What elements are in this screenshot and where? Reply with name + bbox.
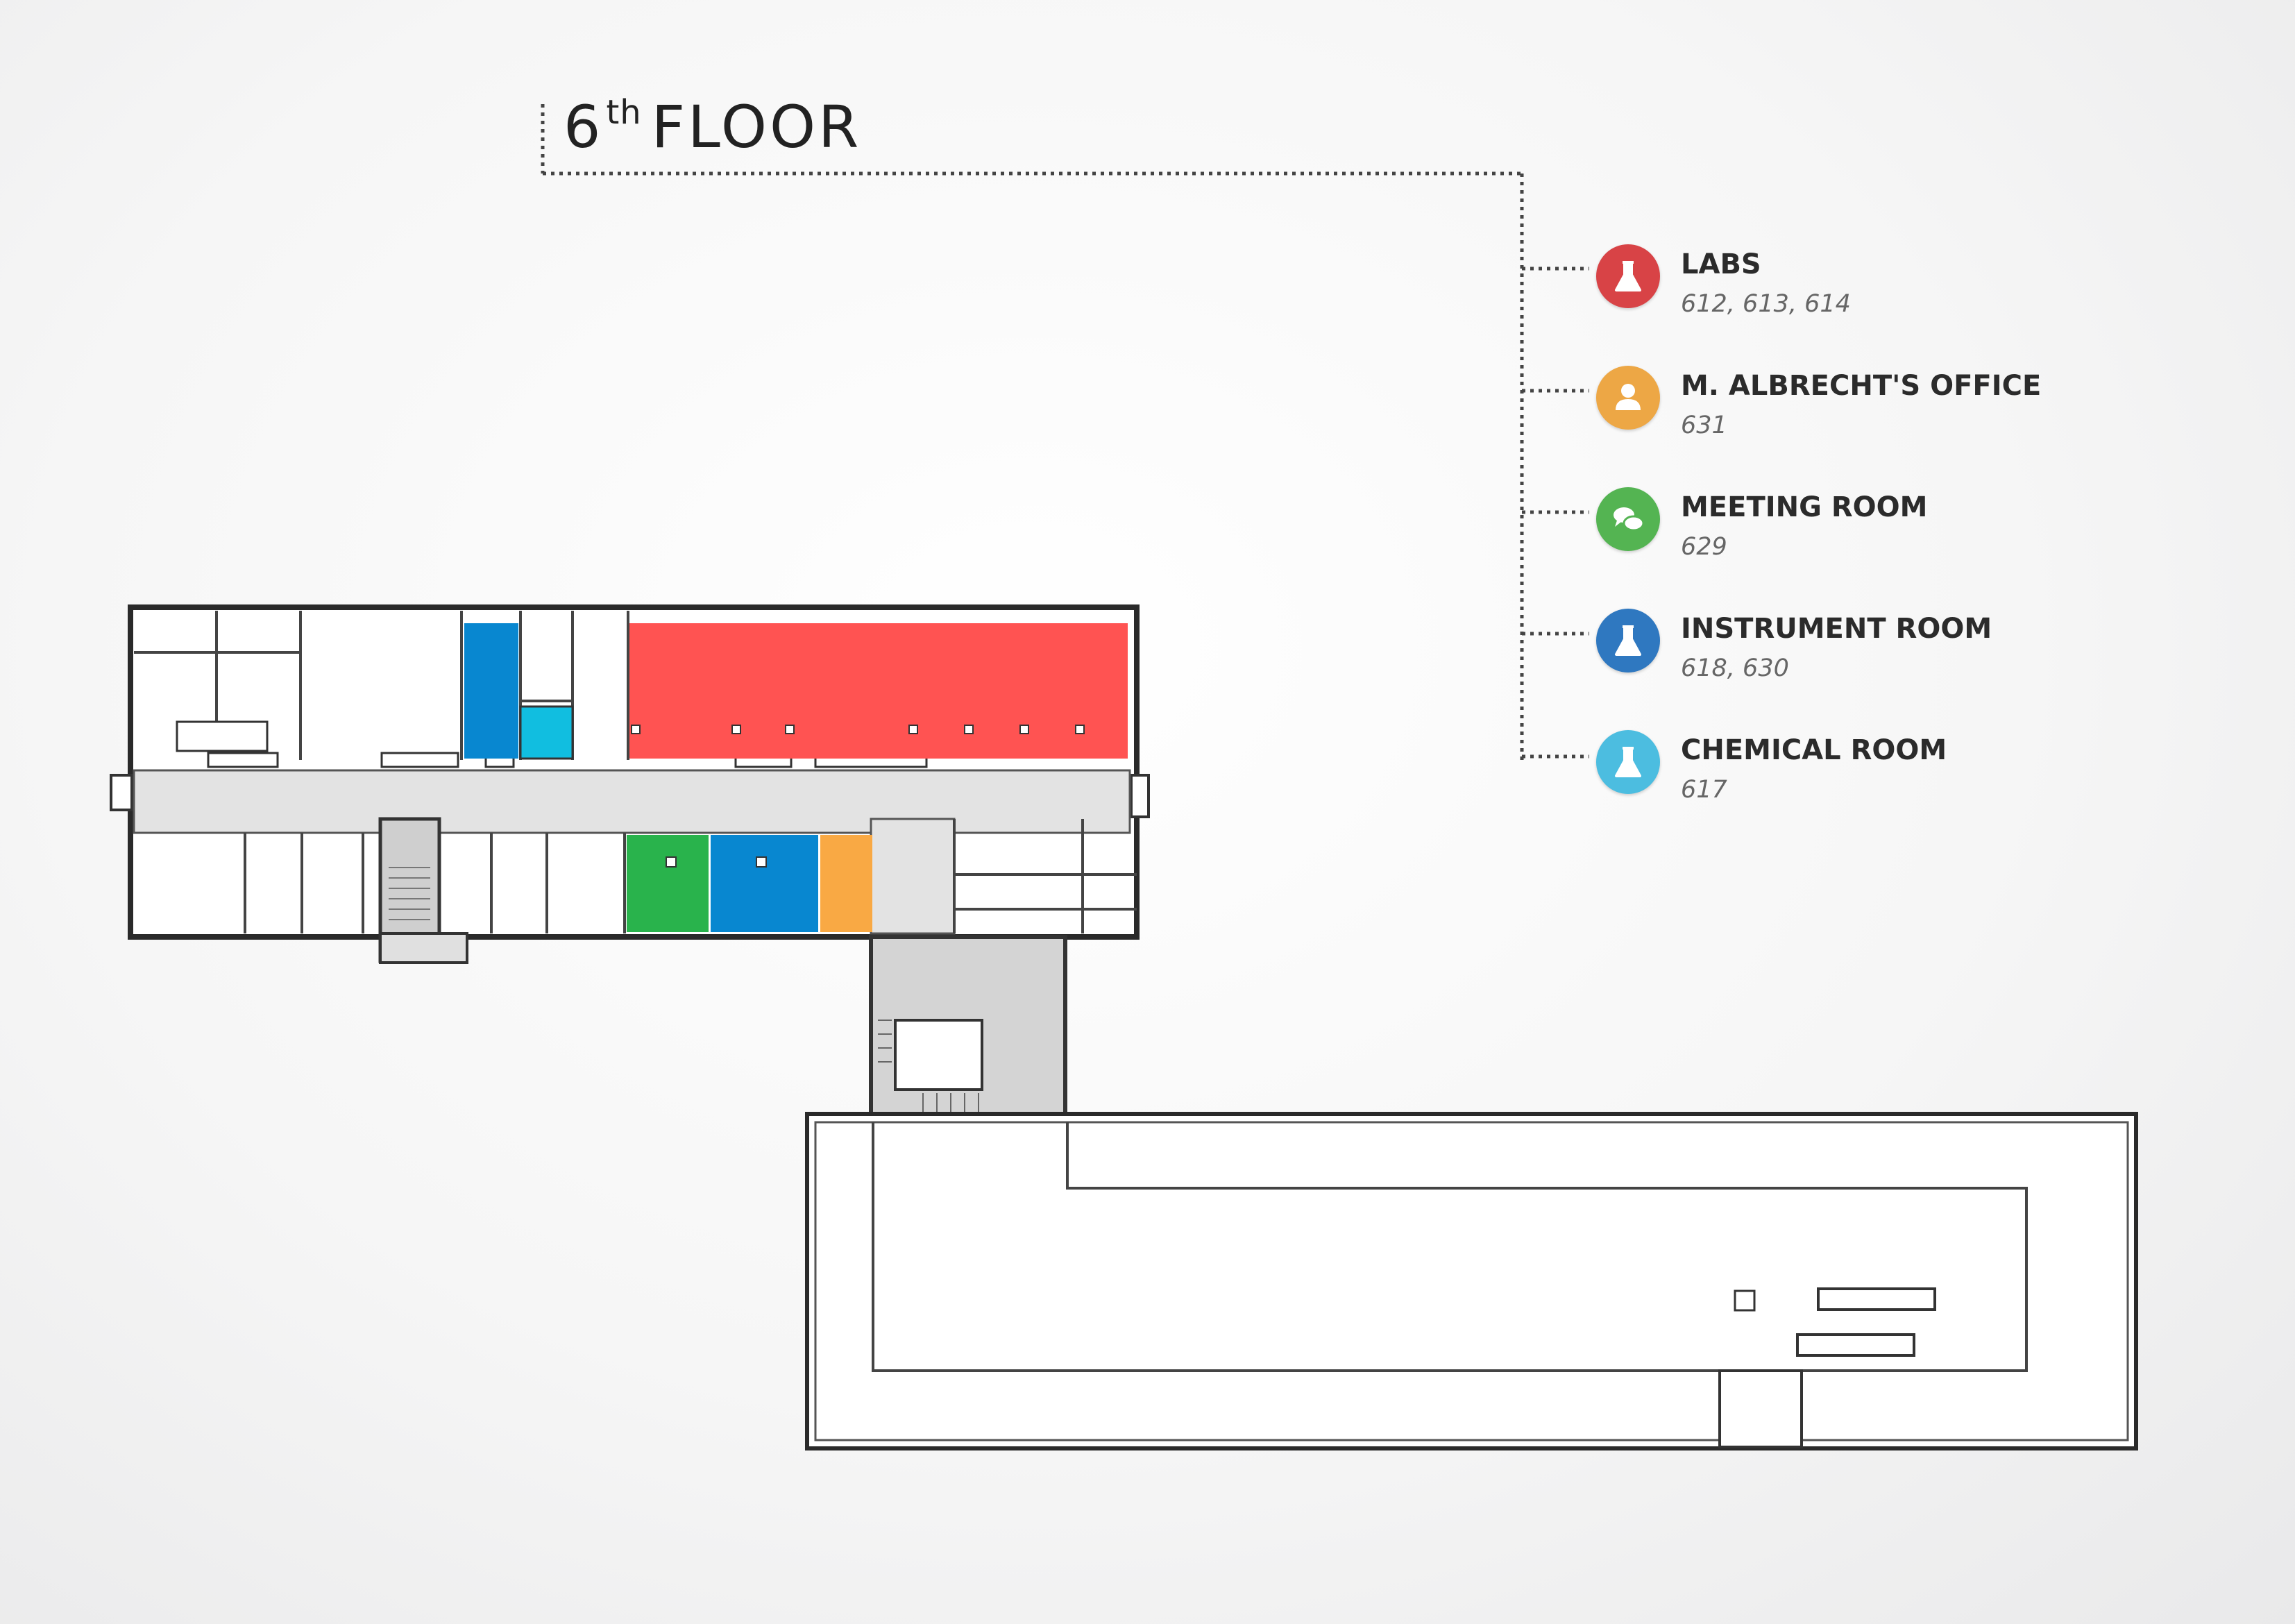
chat-bubbles-icon <box>1596 487 1660 551</box>
floor-suffix: th <box>606 93 642 132</box>
legend-label: M. ALBRECHT'S OFFICE <box>1681 370 2042 402</box>
legend-label: MEETING ROOM <box>1681 491 1928 523</box>
room-meeting-629 <box>627 835 709 932</box>
south-wing-roof <box>805 1112 2138 1450</box>
legend-rooms: 618, 630 <box>1681 654 1789 682</box>
highlighted-rooms <box>464 623 1128 932</box>
legend-rooms: 631 <box>1681 412 1727 439</box>
legend-rooms: 617 <box>1681 776 1727 804</box>
legend-item-meeting[interactable]: MEETING ROOM 629 <box>1596 487 2082 570</box>
room-labs-612-613-614 <box>629 623 1128 759</box>
legend-label: LABS <box>1681 248 1761 280</box>
legend-label: CHEMICAL ROOM <box>1681 734 1947 766</box>
room-instrument-618 <box>464 623 518 759</box>
room-office-631 <box>820 835 872 932</box>
flask-icon <box>1596 244 1660 308</box>
flask-icon <box>1596 609 1660 673</box>
legend-connector-lines <box>541 104 1589 763</box>
floor-word: FLOOR <box>651 93 862 161</box>
legend-rooms: 612, 613, 614 <box>1681 290 1851 318</box>
floor-number: 6 <box>564 93 604 161</box>
legend-rooms: 629 <box>1681 533 1727 561</box>
person-icon <box>1596 366 1660 430</box>
legend-item-chemical[interactable]: CHEMICAL ROOM 617 <box>1596 730 2082 813</box>
legend-item-instrument[interactable]: INSTRUMENT ROOM 618, 630 <box>1596 609 2082 692</box>
legend-label: INSTRUMENT ROOM <box>1681 613 1992 645</box>
room-instrument-630 <box>711 835 818 932</box>
legend-item-labs[interactable]: LABS 612, 613, 614 <box>1596 244 2082 328</box>
room-chemical-617 <box>519 705 574 760</box>
legend-item-office[interactable]: M. ALBRECHT'S OFFICE 631 <box>1596 366 2082 449</box>
flask-icon <box>1596 730 1660 794</box>
connector-core <box>869 935 1067 1119</box>
